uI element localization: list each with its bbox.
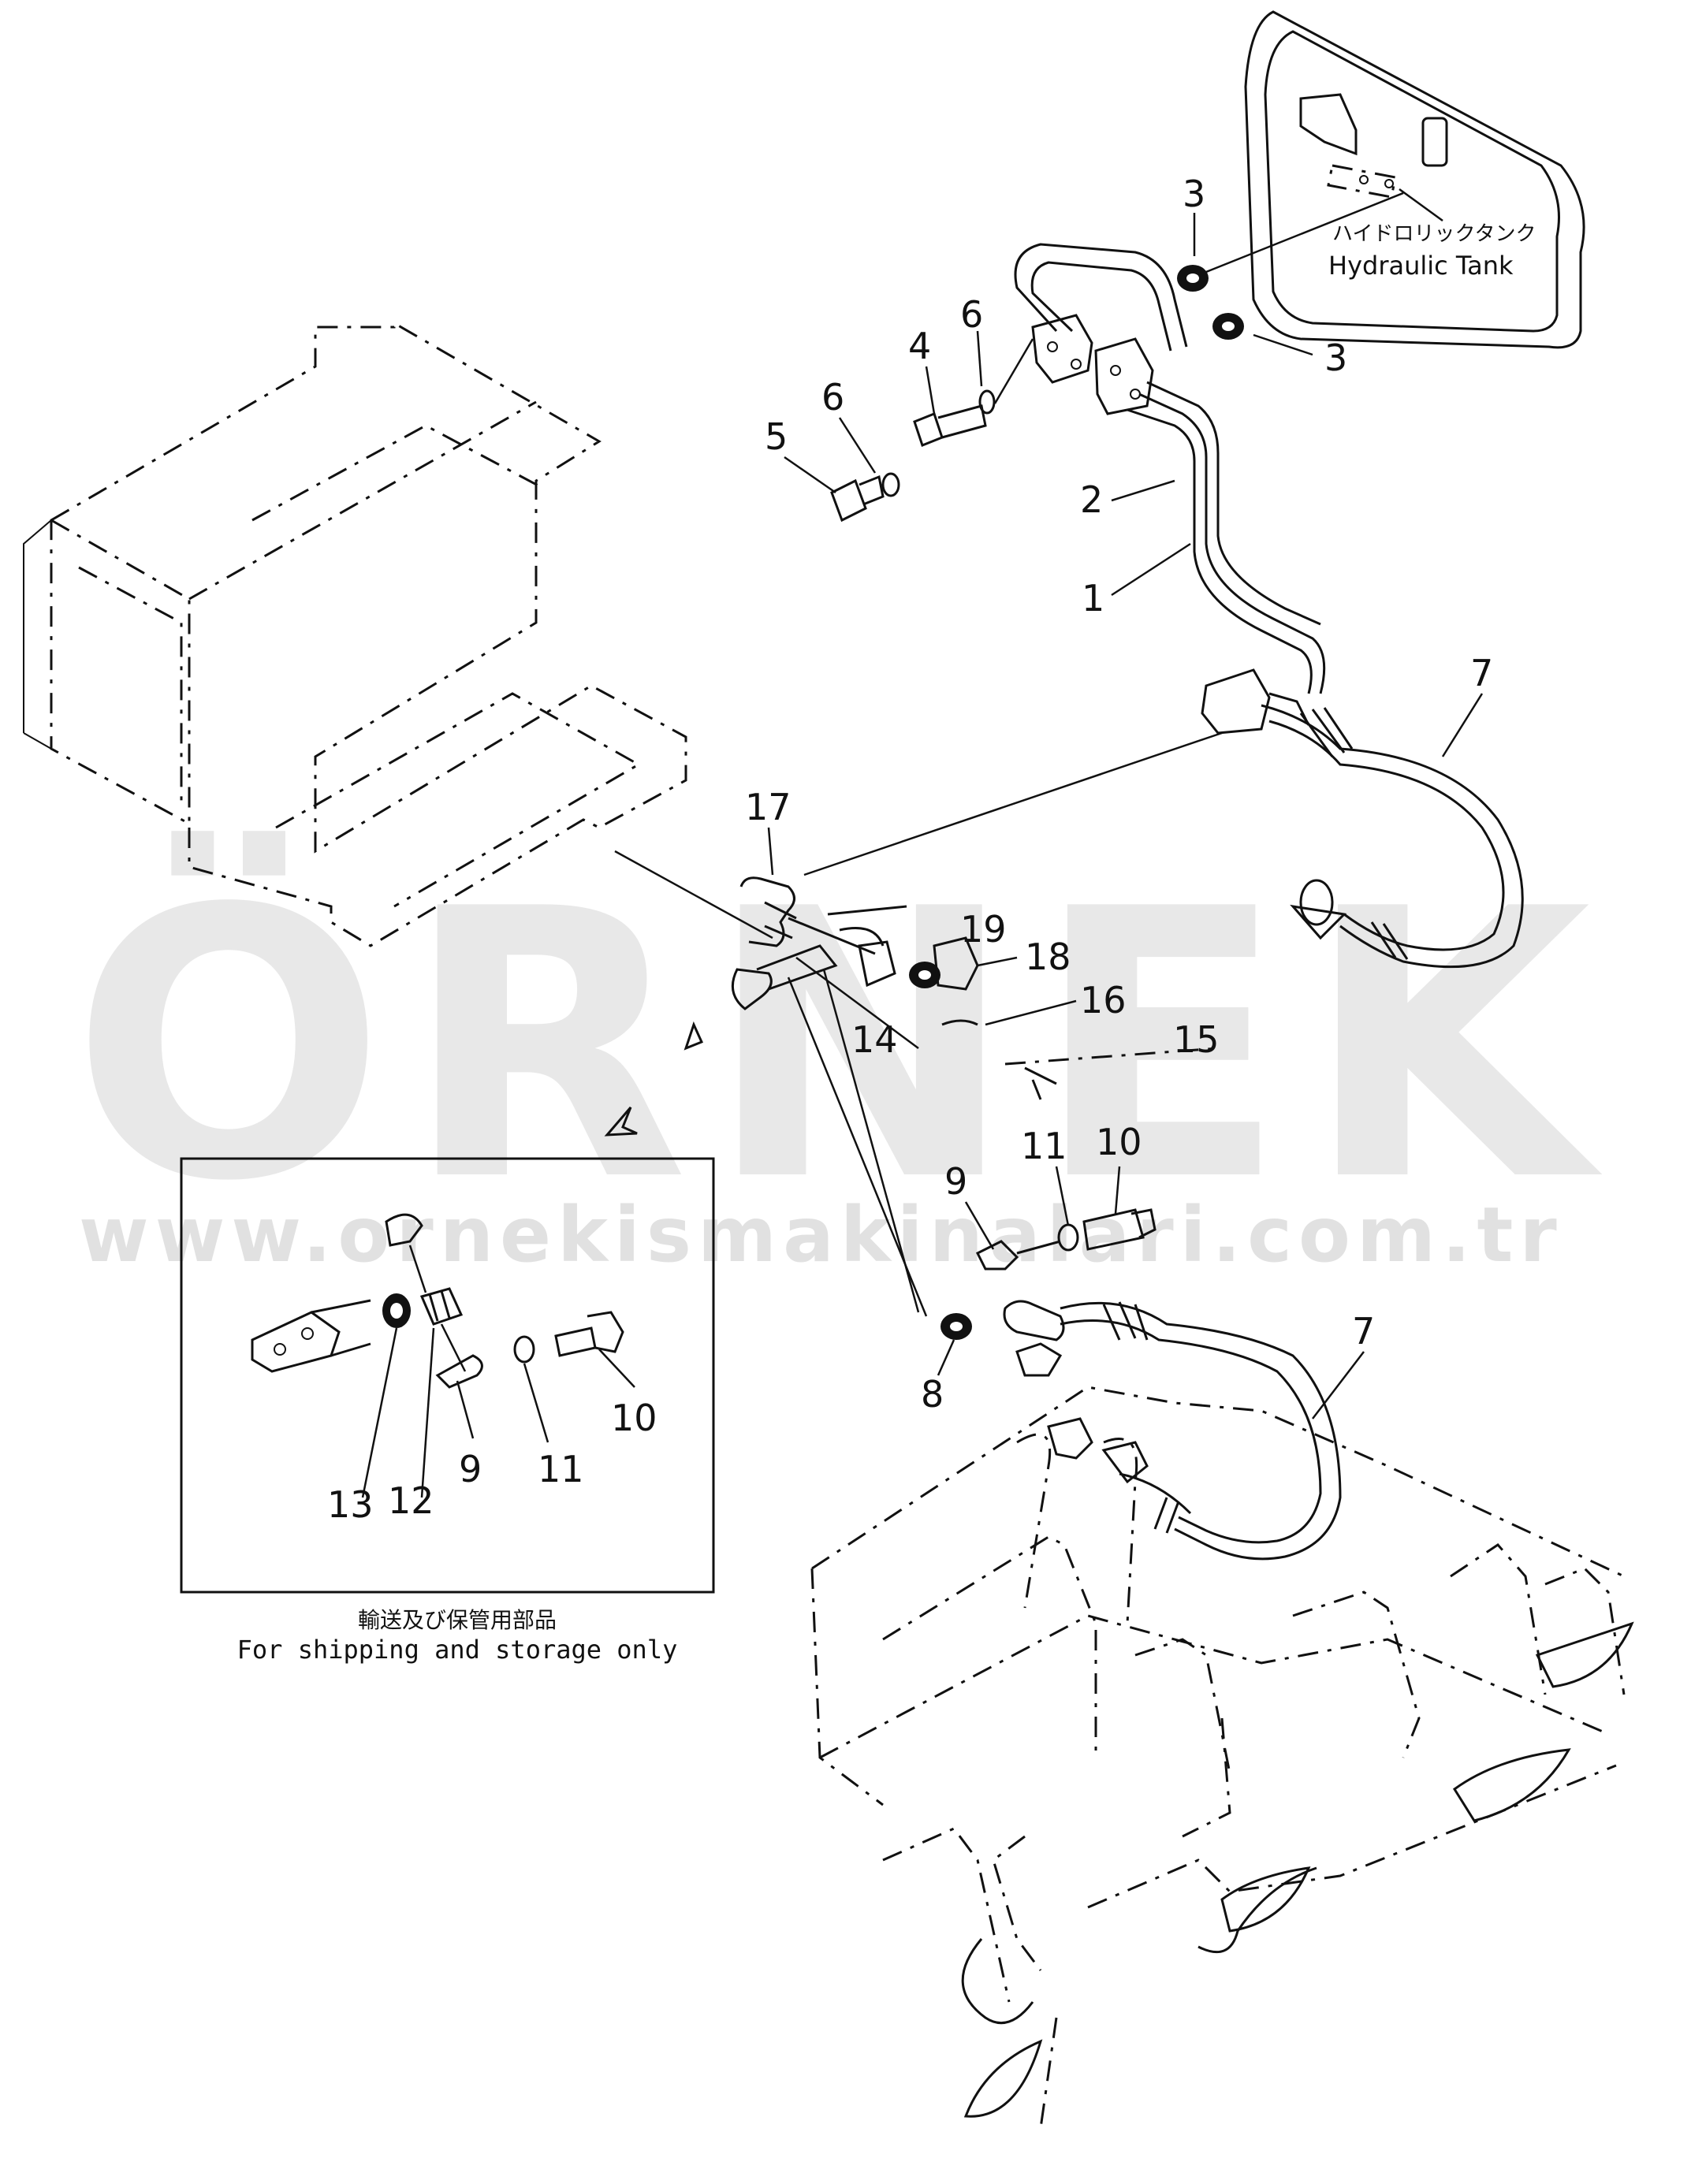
- inset-label-13: 13: [327, 1483, 374, 1526]
- part-label-15: 15: [1173, 1018, 1220, 1061]
- frame-outline: [23, 321, 687, 947]
- part-label-4: 4: [908, 325, 931, 367]
- part-label-19: 19: [960, 908, 1007, 951]
- part-number-labels: 3 3 6 4 6 5 2 1 7 17 19 18 16 15 14 11 1…: [327, 173, 1493, 1526]
- part-label-14: 14: [851, 1018, 898, 1061]
- inset-label-11: 11: [538, 1448, 584, 1490]
- part-label-7a: 7: [1470, 652, 1493, 694]
- part-label-6a: 6: [960, 293, 983, 336]
- inset-label-9: 9: [459, 1448, 482, 1490]
- part-label-17: 17: [745, 786, 791, 828]
- watermark-url: www.ornekismakinalari.com.tr: [79, 1191, 1563, 1279]
- part-label-16: 16: [1080, 979, 1127, 1021]
- tube-assembly: [830, 192, 1404, 735]
- part-label-9a: 9: [944, 1160, 967, 1203]
- middle-fittings: [604, 731, 1223, 1317]
- part-label-3b: 3: [1324, 337, 1347, 379]
- part-label-1: 1: [1082, 577, 1104, 619]
- inset-frame: [180, 1157, 715, 1594]
- part-label-10a: 10: [1096, 1121, 1142, 1163]
- watermark-brand: ÖRNEK: [71, 827, 1608, 1262]
- part-label-7b: 7: [1352, 1310, 1375, 1352]
- watermark: ÖRNEK www.ornekismakinalari.com.tr: [71, 827, 1608, 1279]
- part-label-5: 5: [765, 415, 788, 458]
- hydraulic-tank-label-en: Hydraulic Tank: [1328, 251, 1514, 281]
- part-label-18: 18: [1025, 936, 1071, 978]
- inset-caption-en: For shipping and storage only: [237, 1635, 678, 1665]
- hydraulic-tank-label-jp: ハイドロリックタンク: [1332, 222, 1536, 246]
- inset-label-10: 10: [611, 1397, 657, 1439]
- part-label-2: 2: [1080, 478, 1103, 521]
- inset-box: [180, 1157, 715, 1594]
- part-label-11a: 11: [1021, 1125, 1067, 1167]
- part-label-6b: 6: [821, 376, 844, 419]
- inset-label-12: 12: [388, 1479, 434, 1522]
- part-label-3a: 3: [1183, 173, 1205, 215]
- lower-fittings: [940, 1208, 1342, 1561]
- part-label-8: 8: [921, 1373, 944, 1416]
- ripper-assembly: [810, 1386, 1634, 2129]
- hose-upper: [1261, 704, 1524, 969]
- hydraulic-tank: ハイドロリックタンク Hydraulic Tank: [1244, 10, 1585, 349]
- inset-caption-jp: 輸送及び保管用部品: [357, 1607, 557, 1633]
